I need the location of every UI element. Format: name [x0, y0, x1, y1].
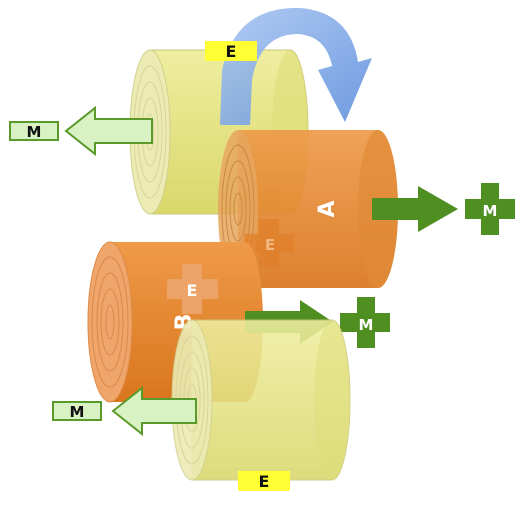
minus-arrow-top: M [9, 105, 153, 157]
top-e-tag: E [205, 41, 257, 61]
svg-text:A: A [315, 200, 340, 217]
svg-text:M: M [359, 316, 374, 334]
svg-text:M: M [27, 123, 42, 141]
plus-marker-b: E [167, 264, 218, 314]
svg-text:M: M [70, 403, 85, 421]
svg-text:E: E [187, 281, 198, 300]
rotation-arrow [220, 7, 372, 125]
plus-arrow-right-top: M [372, 183, 515, 235]
svg-text:E: E [259, 472, 270, 491]
plus-marker-a: E [244, 219, 294, 266]
minus-arrow-bottom: M [52, 385, 197, 437]
bottom-e-tag: E [238, 471, 290, 491]
svg-text:M: M [483, 202, 498, 220]
svg-text:E: E [265, 236, 275, 254]
cylinder-bottom-yellow [171, 319, 351, 481]
svg-text:E: E [226, 42, 237, 61]
log-end-b [87, 241, 133, 403]
